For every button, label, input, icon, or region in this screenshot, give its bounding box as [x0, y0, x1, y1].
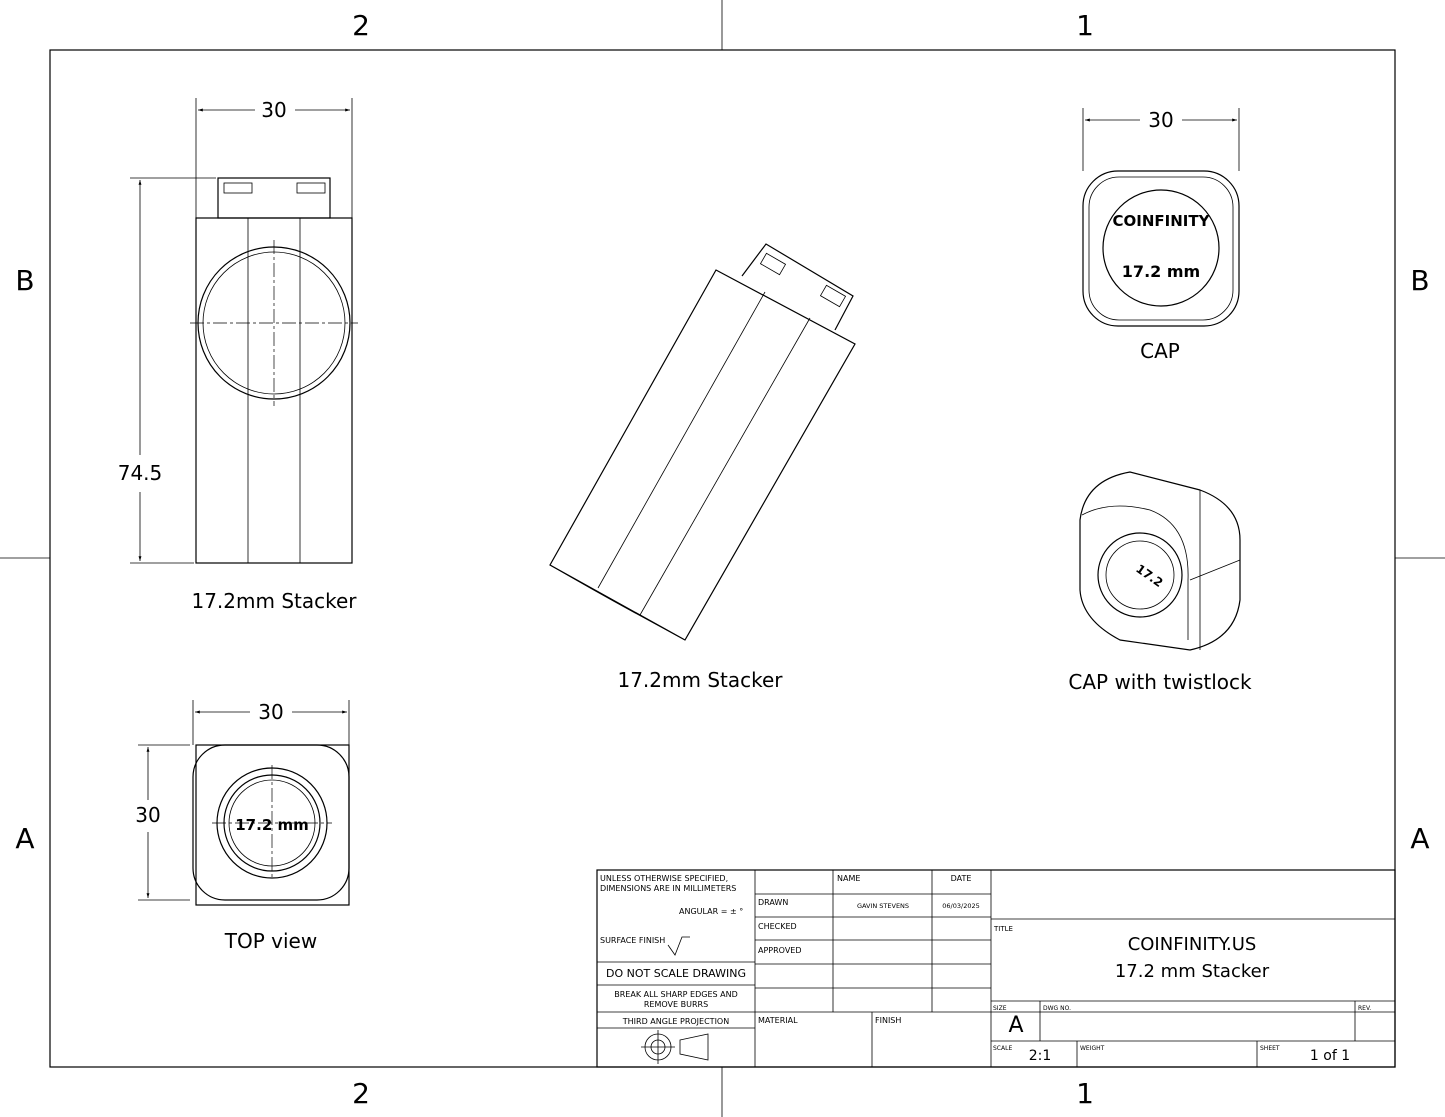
title-line-1: COINFINITY.US — [1128, 934, 1257, 955]
date-header: DATE — [951, 874, 972, 883]
zone-label: 1 — [1076, 9, 1094, 42]
break-edges-text: REMOVE BURRS — [644, 1000, 708, 1009]
material-label: MATERIAL — [758, 1016, 798, 1025]
zone-label: B — [1410, 264, 1429, 297]
height-dimension: 30 — [135, 803, 160, 827]
cap-view: COINFINITY 17.2 mm 30 CAP — [1082, 108, 1240, 363]
name-header: NAME — [837, 874, 860, 883]
isometric-view: 17.2mm Stacker — [549, 243, 856, 692]
size-label: SIZE — [993, 1005, 1007, 1012]
zone-label: 2 — [352, 1077, 370, 1110]
zone-label: B — [15, 264, 34, 297]
zone-label: A — [1410, 822, 1429, 855]
zone-label: A — [15, 822, 34, 855]
view-label: 17.2mm Stacker — [617, 668, 783, 692]
weight-label: WEIGHT — [1080, 1045, 1105, 1052]
view-label: 17.2mm Stacker — [191, 589, 357, 613]
view-label: TOP view — [224, 929, 317, 953]
title-label: TITLE — [993, 925, 1013, 933]
height-dimension: 74.5 — [118, 461, 163, 485]
title-block: UNLESS OTHERWISE SPECIFIED, DIMENSIONS A… — [596, 869, 1396, 1068]
view-label: CAP with twistlock — [1068, 670, 1252, 694]
brand-text: COINFINITY — [1113, 212, 1211, 230]
top-view: 17.2 mm 30 30 TOP view — [135, 700, 350, 953]
approved-label: APPROVED — [758, 946, 802, 955]
scale-label: SCALE — [993, 1045, 1012, 1052]
drawn-label: DRAWN — [758, 898, 788, 907]
sheet-value: 1 of 1 — [1310, 1048, 1350, 1064]
notes-text: DIMENSIONS ARE IN MILLIMETERS — [600, 884, 736, 893]
cap-twistlock-view: 17.2 CAP with twistlock — [1068, 471, 1252, 694]
finish-label: FINISH — [875, 1016, 901, 1025]
angular-text: ANGULAR = ± ° — [679, 907, 743, 916]
scale-value: 2:1 — [1029, 1048, 1052, 1064]
checked-label: CHECKED — [758, 922, 797, 931]
width-dimension: 30 — [1148, 108, 1173, 132]
zone-label: 1 — [1076, 1077, 1094, 1110]
surface-finish-text: SURFACE FINISH — [600, 936, 665, 945]
width-dimension: 30 — [258, 700, 283, 724]
notes-text: UNLESS OTHERWISE SPECIFIED, — [600, 874, 728, 883]
drawn-date: 06/03/2025 — [942, 902, 979, 910]
do-not-scale-text: DO NOT SCALE DRAWING — [606, 967, 746, 980]
title-line-2: 17.2 mm Stacker — [1115, 961, 1270, 982]
rev-label: REV. — [1358, 1005, 1371, 1012]
drawn-name: GAVIN STEVENS — [857, 902, 909, 910]
dwg-no-label: DWG NO. — [1043, 1005, 1071, 1012]
engraving-text: 17.2 mm — [235, 816, 309, 834]
front-view: 30 74.5 17.2mm Stacker — [118, 98, 358, 613]
projection-text: THIRD ANGLE PROJECTION — [622, 1017, 729, 1026]
zone-label: 2 — [352, 9, 370, 42]
engraving-text: 17.2 — [1133, 562, 1165, 590]
size-value: A — [1008, 1013, 1023, 1038]
width-dimension: 30 — [261, 98, 286, 122]
break-edges-text: BREAK ALL SHARP EDGES AND — [614, 990, 738, 999]
sheet-label: SHEET — [1260, 1045, 1280, 1052]
view-label: CAP — [1140, 339, 1180, 363]
size-text: 17.2 mm — [1122, 262, 1200, 281]
